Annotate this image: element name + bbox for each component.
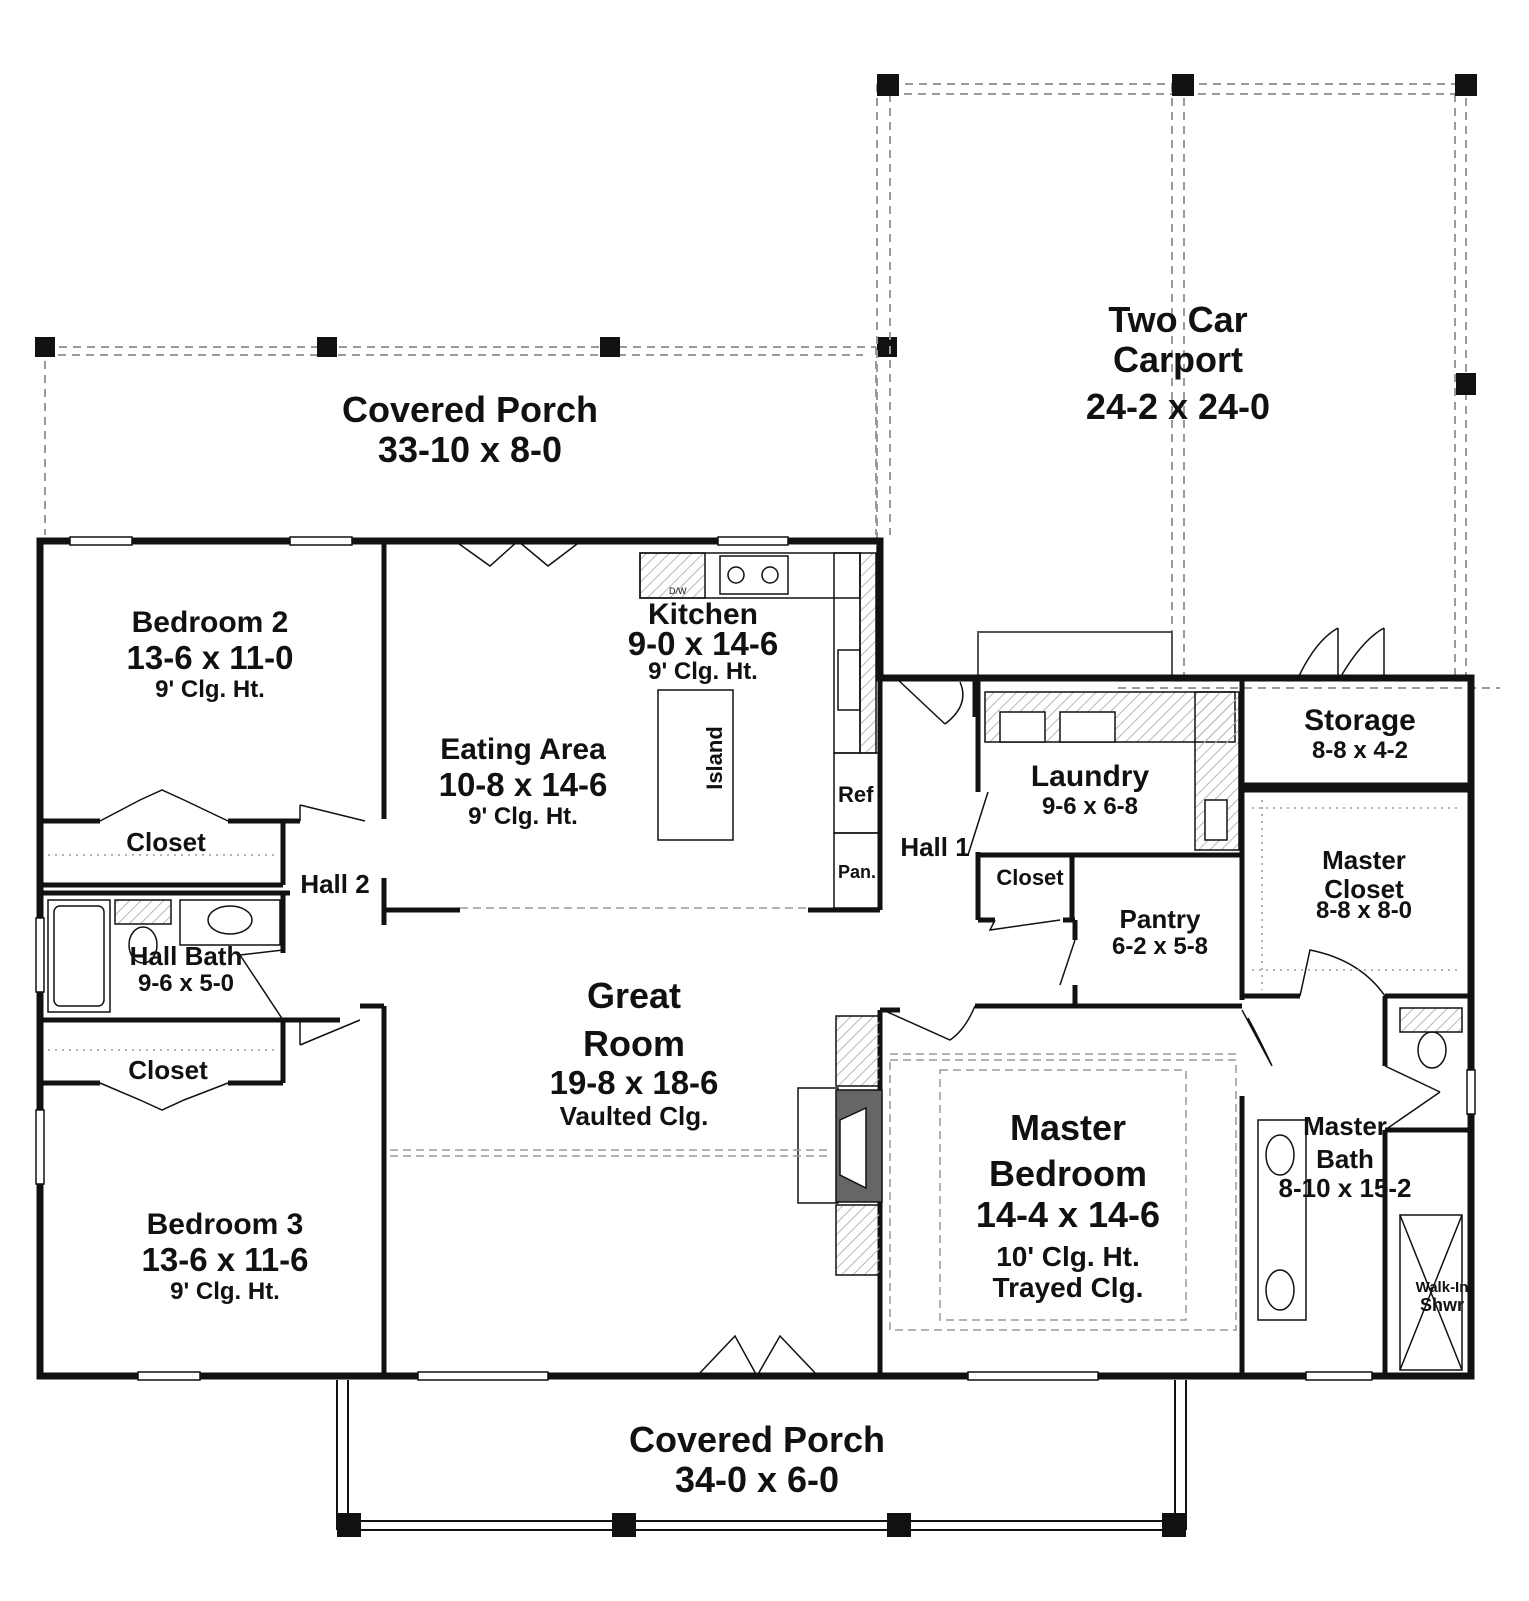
interior-walls (40, 541, 1471, 1376)
carport-posts (877, 74, 1477, 395)
room-note: 9' Clg. Ht. (170, 1277, 280, 1305)
master-closet-label: Master Closet 8-8 x 8-0 (1315, 845, 1413, 925)
room-note: 9' Clg. Ht. (468, 802, 578, 830)
room-name: Eating Area (440, 733, 606, 766)
room-name: Master (1009, 1107, 1127, 1148)
room-name-line2: Carport (1112, 339, 1244, 381)
room-name-line2: Bedroom (988, 1153, 1148, 1195)
hall-bath-label: Hall Bath 9-6 x 5-0 (129, 941, 243, 998)
porch-posts-back (35, 337, 897, 357)
walk-in-shower-label: Walk-In Shwr (1416, 1280, 1469, 1315)
room-name: Covered Porch (628, 1419, 886, 1460)
room-dims: 6-2 x 5-8 (1111, 933, 1209, 961)
covered-porch-back-label: Covered Porch 33-10 x 8-0 (341, 389, 599, 471)
room-name: Pantry (1119, 904, 1201, 934)
windows (35, 536, 1476, 1381)
closet-hall1-label: Closet (996, 865, 1064, 891)
room-note: Vaulted Clg. (559, 1100, 709, 1131)
room-name: Master (1303, 1111, 1387, 1141)
room-dims: 10-8 x 14-6 (438, 765, 608, 803)
doors (99, 540, 1441, 1378)
room-dims: 8-8 x 4-2 (1311, 736, 1409, 764)
carport-outline (876, 83, 1500, 689)
room-dims: 24-2 x 24-0 (1085, 385, 1271, 427)
kitchen-counters (639, 552, 881, 909)
room-dims: 8-8 x 8-0 (1315, 897, 1413, 925)
master-bath-fixtures (1257, 1007, 1463, 1371)
room-name: Hall 1 (900, 832, 970, 862)
room-dims: 13-6 x 11-6 (141, 1240, 309, 1278)
storage-label: Storage 8-8 x 4-2 (1304, 704, 1416, 764)
room-dims: 9-0 x 14-6 (627, 624, 779, 662)
pantry-label: Pantry 6-2 x 5-8 (1111, 904, 1209, 961)
carport-label: Two Car Carport 24-2 x 24-0 (1085, 299, 1271, 427)
room-name: Hall 2 (300, 869, 370, 899)
room-name: Two Car (1108, 299, 1248, 340)
room-name: Great (586, 975, 682, 1016)
room-dims: 9-6 x 5-0 (137, 970, 235, 998)
room-name: Storage (1304, 704, 1416, 737)
closet-bed3-label: Closet (128, 1055, 208, 1085)
room-name: Covered Porch (341, 389, 599, 430)
room-name: Bedroom 2 (131, 606, 289, 639)
room-dims: 33-10 x 8-0 (377, 429, 563, 471)
ref-label: Ref (838, 782, 874, 807)
laundry-fixtures (984, 691, 1240, 851)
room-name: Bedroom 3 (146, 1208, 304, 1241)
island-label: Island (701, 726, 727, 790)
hall-bath-fixtures (47, 899, 281, 1013)
eating-area-label: Eating Area 10-8 x 14-6 9' Clg. Ht. (439, 733, 608, 830)
room-dims: 8-10 x 15-2 (1278, 1173, 1412, 1204)
room-dims: 19-8 x 18-6 (549, 1063, 719, 1101)
hall2-label: Hall 2 (300, 869, 370, 899)
room-name: Closet (128, 1055, 208, 1085)
room-note: 10' Clg. Ht. (996, 1240, 1140, 1272)
room-name: Closet (996, 865, 1064, 890)
room-dims: 9-6 x 6-8 (1041, 792, 1139, 820)
closet-bed2-label: Closet (126, 827, 206, 857)
room-dims: 34-0 x 6-0 (674, 1459, 840, 1501)
fireplace (797, 1015, 883, 1276)
room-name: Hall Bath (129, 941, 243, 971)
room-dims: 14-4 x 14-6 (975, 1193, 1161, 1235)
dishwasher-label: D/W (669, 586, 687, 596)
master-bedroom-label: Master Bedroom 14-4 x 14-6 10' Clg. Ht. … (975, 1107, 1161, 1304)
porch-posts-front (337, 1513, 1186, 1537)
kitchen-label: Kitchen 9-0 x 14-6 9' Clg. Ht. (628, 598, 778, 685)
great-room-label: Great Room 19-8 x 18-6 Vaulted Clg. (549, 975, 719, 1131)
master-bath-label: Master Bath 8-10 x 15-2 (1278, 1111, 1412, 1204)
hall1-label: Hall 1 (900, 832, 970, 862)
closet-rods (48, 800, 1462, 1051)
room-note-line2: Trayed Clg. (992, 1272, 1144, 1304)
covered-porch-front-label: Covered Porch 34-0 x 6-0 (628, 1419, 886, 1501)
ceiling-lines (390, 907, 1237, 1331)
laundry-label: Laundry 9-6 x 6-8 (1031, 760, 1149, 820)
bedroom2-label: Bedroom 2 13-6 x 11-0 9' Clg. Ht. (127, 606, 294, 703)
front-porch-outline (336, 1380, 1187, 1531)
pantry-cabinet-label: Pan. (838, 862, 877, 882)
room-name-line2: Room (582, 1023, 685, 1065)
room-name-line2: Closet (1324, 874, 1404, 905)
shower-label-line2: Shwr (1419, 1294, 1464, 1315)
room-note: 9' Clg. Ht. (648, 657, 758, 685)
carport-step (977, 631, 1173, 677)
bedroom3-label: Bedroom 3 13-6 x 11-6 9' Clg. Ht. (142, 1208, 309, 1305)
room-name-line2: Bath (1316, 1144, 1374, 1175)
room-name: Laundry (1030, 760, 1150, 793)
room-name: Closet (126, 827, 206, 857)
room-name: Kitchen (647, 598, 758, 631)
room-name: Master (1322, 845, 1406, 875)
room-dims: 13-6 x 11-0 (126, 638, 294, 676)
shower-label-line1: Walk-In (1415, 1279, 1469, 1296)
room-note: 9' Clg. Ht. (155, 675, 265, 703)
